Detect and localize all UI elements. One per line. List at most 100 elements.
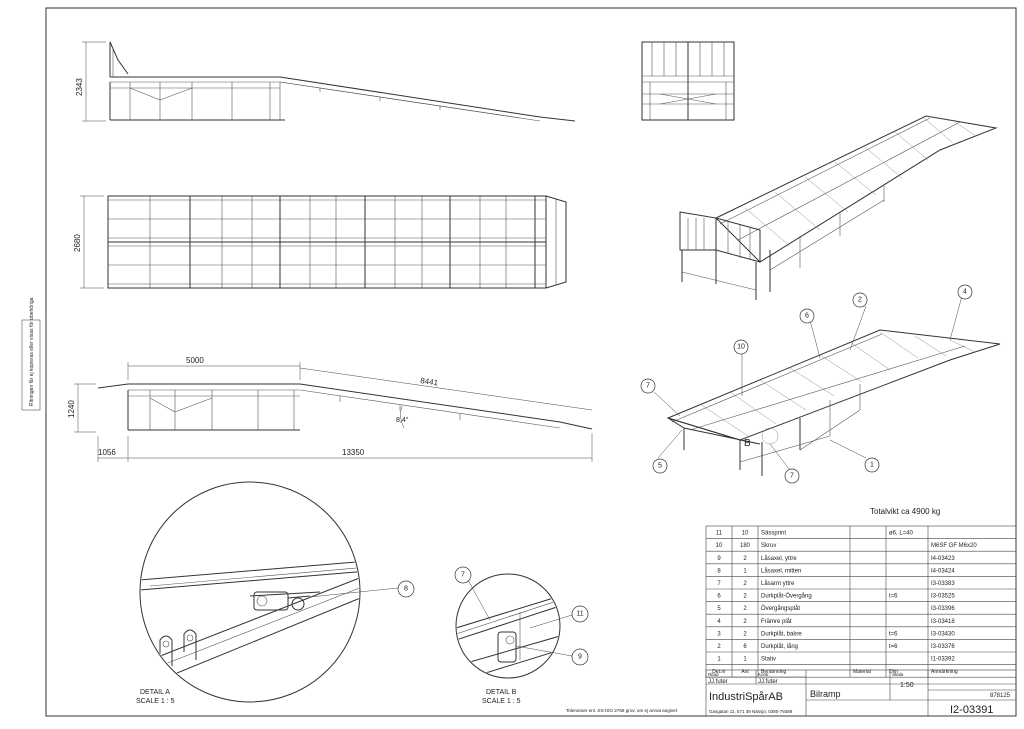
bom-cell-art: M6SF GF M6x20 <box>931 543 977 549</box>
bom-cell-qty: 2 <box>743 594 747 600</box>
svg-text:1:50: 1:50 <box>900 682 914 689</box>
bom-cell-name: Durkplåt, bakre <box>761 630 802 637</box>
svg-text:JJ.futer: JJ.futer <box>708 679 728 685</box>
bom-cell-name: Låsaxel, yttre <box>761 555 797 562</box>
svg-text:2: 2 <box>858 297 862 304</box>
bom-cell-qty: 2 <box>743 619 747 625</box>
bom-header-qty: Ant <box>741 669 749 675</box>
drawing-number: I2-03391 <box>950 704 993 716</box>
bom-cell-qty: 1 <box>743 657 747 663</box>
svg-text:1240: 1240 <box>67 400 76 418</box>
bom-cell-pos: 2 <box>717 644 721 650</box>
side-note: Ritningen får ej kopieras eller visas fö… <box>21 297 41 411</box>
bom-cell-qty: 180 <box>740 543 751 549</box>
bom-cell-pos: 6 <box>717 594 721 600</box>
svg-text:Ritningen får ej kopieras elle: Ritningen får ej kopieras eller visas fö… <box>28 297 35 406</box>
svg-text:5000: 5000 <box>186 356 204 365</box>
svg-text:Gasgatan 11, 571 39 Nässjö, 03: Gasgatan 11, 571 39 Nässjö, 0380-79388 <box>709 709 793 714</box>
bom-cell-qty: 6 <box>743 644 747 650</box>
svg-text:Ritad: Ritad <box>708 672 719 677</box>
bom-header-material: Material <box>853 669 871 675</box>
side-view-top: 2343 <box>75 41 576 122</box>
svg-text:SCALE 1 : 5: SCALE 1 : 5 <box>136 698 175 705</box>
svg-text:8,4°: 8,4° <box>396 416 409 424</box>
bom-cell-name: Sässprint <box>761 531 786 537</box>
bom-cell-dim: t=6 <box>889 644 898 650</box>
company-name: IndustriSpårAB <box>709 691 783 703</box>
svg-text:5: 5 <box>658 463 662 470</box>
bom-header-art: Anmärkning <box>931 669 958 675</box>
svg-text:9: 9 <box>578 654 582 661</box>
bom-header-dim: Dim <box>889 669 898 675</box>
svg-text:SCALE 1 : 5: SCALE 1 : 5 <box>482 698 521 705</box>
bom-cell-pos: 11 <box>716 531 723 537</box>
svg-text:7: 7 <box>461 572 465 579</box>
bom-cell-art: I3-03418 <box>931 619 955 625</box>
bom-cell-qty: 1 <box>743 568 747 574</box>
bom-header-name: Benämning <box>761 669 787 675</box>
bom-cell-name: Skruv <box>761 543 776 549</box>
svg-text:2343: 2343 <box>75 78 84 96</box>
svg-text:Kontr.: Kontr. <box>758 672 770 677</box>
svg-text:7: 7 <box>646 383 650 390</box>
svg-text:Skala: Skala <box>892 672 904 677</box>
svg-text:8: 8 <box>404 586 408 593</box>
bom-cell-name: Durkplåt-Övergång <box>761 593 812 600</box>
detail-b: 7 11 9 DETAIL B SCALE 1 : 5 <box>454 566 589 705</box>
bom-cell-art: I4-03423 <box>931 556 955 562</box>
bom-cell-name: Övergångsplåt <box>761 605 800 612</box>
svg-text:1056: 1056 <box>98 448 116 457</box>
svg-text:JJ.futer: JJ.futer <box>758 679 778 685</box>
iso-view-lower: B <box>653 295 1001 476</box>
tolerance-note: Toleranser enl. SS-ISO 2768 grov, om ej … <box>566 708 678 713</box>
bom-cell-pos: 1 <box>717 657 721 663</box>
bom-cell-pos: 4 <box>717 619 721 625</box>
bom-cell-pos: 5 <box>717 606 721 612</box>
bom-cell-name: Durkplåt, lång <box>761 643 798 650</box>
svg-text:7: 7 <box>790 473 794 480</box>
bom-cell-art: I3-03430 <box>931 631 955 637</box>
svg-text:8441: 8441 <box>420 376 439 388</box>
plan-view: 2680 <box>73 195 567 289</box>
svg-text:DETAIL A: DETAIL A <box>140 689 170 696</box>
balloon-group-iso: 1 2 4 5 6 7 7 10 <box>640 284 973 484</box>
detail-b-marker: B <box>744 438 751 449</box>
bom-cell-qty: 10 <box>742 531 749 537</box>
bom-cell-art: I3-03525 <box>931 594 955 600</box>
svg-text:6: 6 <box>805 313 809 320</box>
bom-cell-art: I3-03396 <box>931 606 955 612</box>
svg-text:DETAIL B: DETAIL B <box>486 689 517 696</box>
svg-text:10: 10 <box>737 344 745 351</box>
drawing-title: Bilramp <box>810 689 841 699</box>
svg-text:2680: 2680 <box>73 234 82 252</box>
total-weight: Totalvikt ca 4900 kg <box>870 507 940 516</box>
bom-cell-art: I3-03383 <box>931 581 955 587</box>
svg-text:4: 4 <box>963 289 967 296</box>
bom-cell-name: Främre plåt <box>761 618 792 625</box>
svg-text:878125: 878125 <box>990 693 1011 699</box>
svg-text:1: 1 <box>870 462 874 469</box>
detail-a: 8 DETAIL A SCALE 1 : 5 <box>136 481 415 705</box>
bom-cell-pos: 7 <box>717 581 721 587</box>
bom-cell-dim: ø6, L=40 <box>889 531 914 537</box>
svg-text:11: 11 <box>576 611 583 618</box>
bom-cell-art: I1-03392 <box>931 657 955 663</box>
bom-cell-qty: 2 <box>743 581 747 587</box>
bom-cell-art: I3-03376 <box>931 644 955 650</box>
bom-cell-pos: 9 <box>717 556 721 562</box>
svg-text:13350: 13350 <box>342 448 365 457</box>
bom-cell-name: Stativ <box>761 657 776 663</box>
bom-cell-name: Låsaxel, mitten <box>761 567 801 574</box>
bom-cell-qty: 2 <box>743 556 747 562</box>
bom-cell-art: I4-03424 <box>931 568 955 574</box>
bom-cell-qty: 2 <box>743 606 747 612</box>
iso-view-upper <box>679 115 998 300</box>
title-block: Ritad JJ.futer Kontr. JJ.futer IndustriS… <box>705 669 1017 717</box>
bom-cell-dim: t=6 <box>889 594 898 600</box>
bom-header-pos: Det.nr <box>712 669 726 675</box>
bom-cell-pos: 3 <box>717 631 721 637</box>
bom-cell-pos: 10 <box>716 543 723 549</box>
